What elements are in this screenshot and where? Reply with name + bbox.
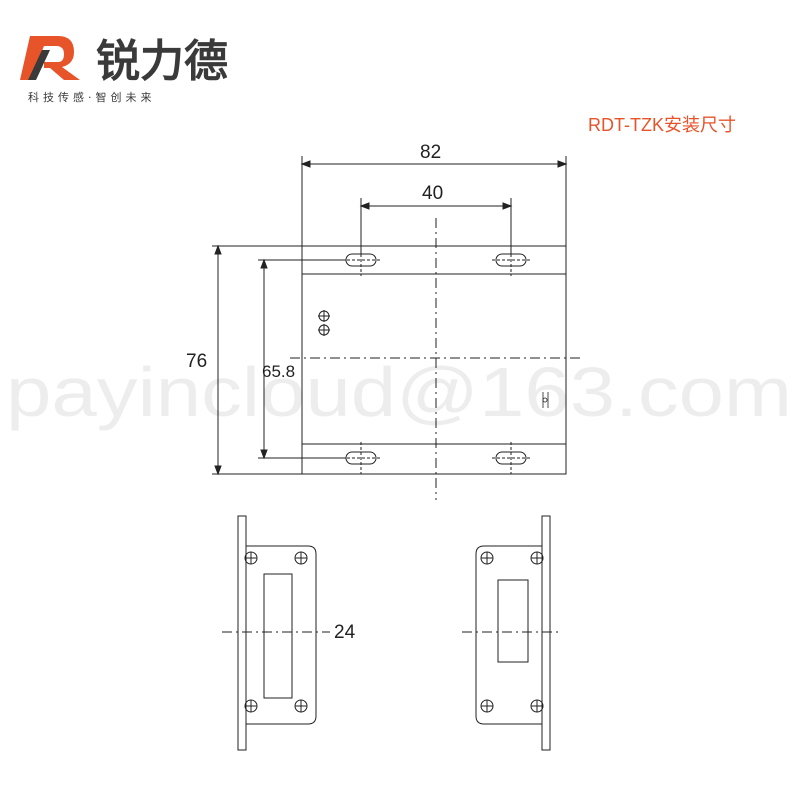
side-view-right bbox=[462, 515, 562, 751]
mounting-slot-bottom-right bbox=[492, 442, 530, 474]
brand-logo: 锐力德 科技传感·智创未来 bbox=[20, 36, 228, 104]
drawing-title: RDT-TZK安装尺寸 bbox=[588, 115, 736, 135]
dim-overall-height bbox=[212, 244, 302, 476]
base-plate bbox=[301, 245, 567, 475]
label-overall-height: 76 bbox=[186, 351, 207, 372]
brand-name: 锐力德 bbox=[96, 36, 228, 87]
side-screws bbox=[318, 310, 330, 336]
side-body-right bbox=[475, 545, 543, 725]
side-flange-right bbox=[541, 515, 551, 751]
side-view-left bbox=[222, 515, 330, 751]
center-lines bbox=[290, 218, 580, 500]
label-side-width: 24 bbox=[334, 622, 356, 643]
watermark-text: payincloud@163.com bbox=[6, 353, 792, 431]
side-screws-right bbox=[480, 551, 544, 713]
label-overall-width: 82 bbox=[420, 142, 441, 163]
dim-inner-height bbox=[258, 258, 346, 460]
dim-overall-width bbox=[300, 156, 568, 246]
side-window-right bbox=[497, 579, 529, 663]
logo-r-icon bbox=[20, 36, 80, 80]
label-inner-height: 65.8 bbox=[262, 362, 295, 381]
brand-slogan: 科技传感·智创未来 bbox=[28, 90, 156, 104]
terminal-mark bbox=[542, 392, 549, 408]
label-hole-spacing: 40 bbox=[422, 183, 443, 204]
side-flange-left bbox=[237, 515, 247, 751]
top-view bbox=[212, 156, 580, 500]
mounting-slot-bottom-left bbox=[342, 442, 380, 474]
side-screws-left bbox=[244, 551, 308, 713]
logo-r-shadow bbox=[28, 50, 50, 80]
dim-hole-spacing bbox=[359, 198, 513, 254]
side-body-left bbox=[245, 545, 317, 725]
side-window-left bbox=[263, 573, 293, 699]
